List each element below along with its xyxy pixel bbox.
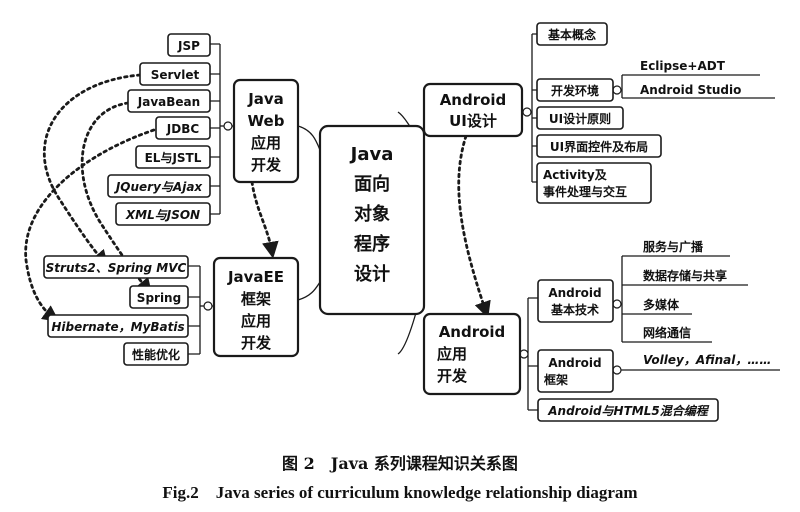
item-hibernate-mybatis: Hibernate，MyBatis [51,320,184,334]
item-basic-concepts: 基本概念 [547,27,596,42]
item-multimedia: 多媒体 [643,297,680,312]
arrow-androidui-to-androidapp [457,134,491,319]
item-struts-springmvc: Struts2、Spring MVC [46,261,187,275]
item-hybrid: Android与HTML5混合编程 [547,404,709,418]
knob-javaweb [223,121,233,131]
figure-caption-en: Fig.2 Java series of curriculum knowledg… [162,483,638,502]
svg-text:对象: 对象 [354,203,390,225]
item-jdbc: JDBC [166,122,200,136]
svg-text:开发: 开发 [251,156,282,174]
svg-text:设计: 设计 [354,263,390,285]
arrow-servlet-to-struts [42,73,142,268]
node-android-app: Android 应用 开发 [422,312,522,396]
item-spring: Spring [137,291,181,305]
android-ui-items: 基本概念 开发环境 UI设计原则 UI界面控件及布局 Activity及 事件处… [536,22,662,204]
item-javabean: JavaBean [137,95,200,109]
arrow-jdbc-to-hibernate [24,126,162,322]
svg-text:Android: Android [439,323,506,341]
svg-text:开发: 开发 [241,334,272,352]
android-app-items: Android 基本技术 Android 框架 Android与HTML5混合编… [537,279,719,422]
item-activity-line2: 事件处理与交互 [543,184,627,199]
svg-text:JavaEE: JavaEE [227,268,284,286]
node-javaweb: Java Web 应用 开发 [232,78,300,184]
javaweb-bracket [210,43,221,215]
node-android-ui: Android UI设计 [422,82,524,138]
svg-text:面向: 面向 [354,173,390,195]
item-eclipse-adt: Eclipse+ADT [640,59,726,73]
item-volley-afinal: Volley，Afinal，…… [643,353,771,367]
item-ui-principles: UI设计原则 [549,111,611,126]
knob-devenv [612,85,622,95]
javaee-items: Struts2、Spring MVC Spring Hibernate，MyBa… [43,255,189,366]
center-to-javaweb [297,125,321,151]
item-servlet: Servlet [151,68,200,82]
knob-framework [612,365,622,375]
item-xml-json: XML与JSON [125,208,200,222]
node-javaee: JavaEE 框架 应用 开发 [212,256,300,358]
item-ui-controls: UI界面控件及布局 [550,139,648,154]
svg-text:开发: 开发 [437,367,468,385]
svg-text:框架: 框架 [241,290,271,308]
knob-javaee [203,301,213,311]
knob-android-ui [522,107,532,117]
item-jsp: JSP [177,39,200,53]
item-android-studio: Android Studio [640,83,741,97]
item-data-storage: 数据存储与共享 [643,268,727,283]
item-el-jstl: EL与JSTL [145,151,202,165]
figure-caption-cn: 图 2 Java 系列课程知识关系图 [282,454,518,473]
knob-android-app [519,349,529,359]
svg-text:程序: 程序 [354,233,390,255]
javaweb-items: JSP Servlet JavaBean JDBC EL与JSTL JQuery… [107,33,211,226]
knob-basic-tech [612,299,622,309]
center-to-javaee [297,281,321,301]
item-service-broadcast: 服务与广播 [643,239,704,254]
svg-text:Web: Web [248,112,285,130]
svg-text:应用: 应用 [437,345,467,363]
item-basic-tech-line1: Android [548,286,601,300]
svg-text:Android: Android [440,91,507,109]
item-activity-line1: Activity及 [543,168,608,182]
item-network: 网络通信 [643,325,691,340]
item-dev-env: 开发环境 [551,83,599,98]
knowledge-diagram: JSP Servlet JavaBean JDBC EL与JSTL JQuery… [24,22,780,422]
item-basic-tech-line2: 基本技术 [550,302,599,317]
svg-text:Java: Java [349,144,394,165]
item-framework-line2: 框架 [544,372,568,387]
android-ui-bracket [522,33,537,183]
item-performance: 性能优化 [131,347,180,362]
svg-text:应用: 应用 [251,134,281,152]
svg-text:Java: Java [247,90,284,108]
connection-knobs [203,85,622,375]
javaee-bracket [188,265,201,355]
svg-text:应用: 应用 [241,312,271,330]
node-center: Java 面向 对象 程序 设计 [318,124,426,316]
arrow-javaweb-to-javaee [250,180,279,259]
item-jquery-ajax: JQuery与Ajax [114,180,204,194]
item-framework-line1: Android [548,356,601,370]
svg-text:UI设计: UI设计 [449,112,497,130]
